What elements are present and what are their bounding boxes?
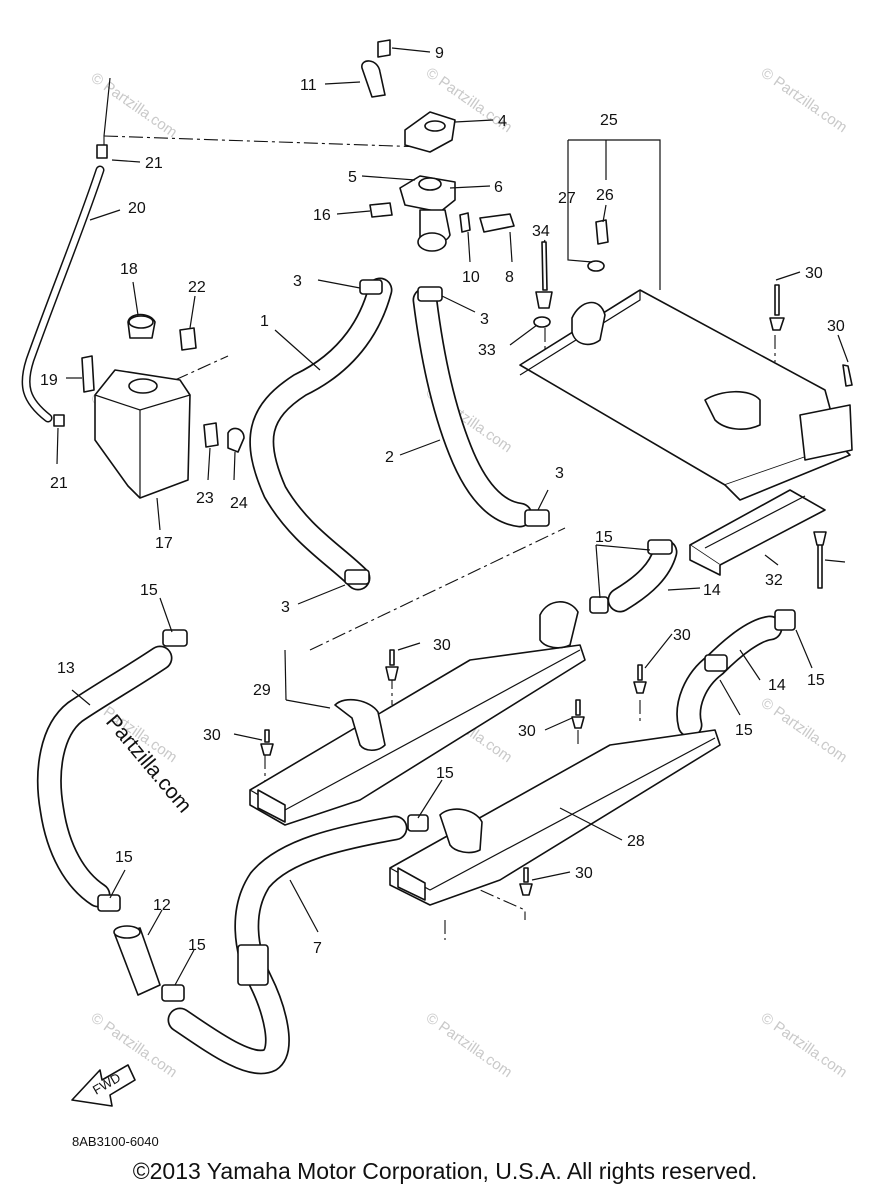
callout-15-lower: 15: [115, 849, 133, 866]
callout-21-left: 21: [50, 475, 68, 492]
callout-6: 6: [494, 179, 503, 196]
callout-8: 8: [505, 269, 514, 286]
callout-21-top: 21: [145, 155, 163, 172]
callout-28: 28: [627, 833, 645, 850]
callout-14-b: 14: [768, 677, 786, 694]
callouts: 9 11 4 21 5 6 25 27 26 20 16 34 10 8 18 …: [40, 45, 845, 957]
callout-30-d: 30: [433, 637, 451, 654]
callout-9: 10: [462, 269, 480, 286]
callout-30-c: 30: [673, 627, 691, 644]
heat-exchanger-28: [389, 729, 721, 906]
callout-30-f: 30: [518, 723, 536, 740]
callout-3-bottom: 3: [281, 599, 290, 616]
callout-30-e: 30: [203, 727, 221, 744]
radiator: [519, 289, 853, 501]
callout-23: 23: [196, 490, 214, 507]
callout-3-mid: 3: [480, 311, 489, 328]
callout-26: 26: [596, 187, 614, 204]
leader-lines: [56, 47, 849, 986]
callout-30-a: 30: [805, 265, 823, 282]
watermark-10: © Partzilla.com: [88, 1009, 181, 1081]
callout-1: 1: [260, 313, 269, 330]
callout-18: 18: [120, 261, 138, 278]
watermark-11: © Partzilla.com: [423, 1009, 516, 1081]
callout-12: 7: [313, 940, 322, 957]
callout-11: 12: [153, 897, 171, 914]
callout-15-top: 15: [595, 529, 613, 546]
part-code: 8AB3100-6040: [72, 1134, 159, 1149]
callout-2: 2: [385, 449, 394, 466]
callout-32: 32: [765, 572, 783, 589]
coolant-reservoir: [94, 313, 191, 499]
watermark-9: © Partzilla.com: [758, 694, 851, 766]
callout-3-top: 3: [293, 273, 302, 290]
callout-30-g: 30: [575, 865, 593, 882]
fasteners: [53, 39, 853, 896]
heat-exchanger-29: [249, 601, 586, 826]
callout-15-right: 15: [807, 672, 825, 689]
callout-34: 34: [532, 223, 550, 240]
callout-22: 22: [188, 279, 206, 296]
thermostat-housing: [399, 111, 456, 252]
clamps: [97, 279, 796, 1002]
callout-17: 17: [155, 535, 173, 552]
callout-20: 20: [128, 200, 146, 217]
callout-14-a: 14: [703, 582, 721, 599]
callout-16: 16: [313, 207, 331, 224]
callout-27: 27: [558, 190, 576, 207]
joint-pipe: [113, 925, 161, 996]
callout-10: 11: [300, 77, 317, 94]
callout-15-mid: 15: [735, 722, 753, 739]
fwd-arrow: FWD: [71, 1064, 136, 1107]
callout-19: 19: [40, 372, 58, 389]
callout-30-b: 30: [827, 318, 845, 335]
callout-5: 5: [348, 169, 357, 186]
callout-25: 25: [600, 112, 618, 129]
callout-15-left: 15: [140, 582, 158, 599]
watermark-3: © Partzilla.com: [758, 64, 851, 136]
watermark-12: © Partzilla.com: [758, 1009, 851, 1081]
watermark-1: © Partzilla.com: [88, 69, 181, 141]
callout-13: 13: [57, 660, 75, 677]
callout-24: 24: [230, 495, 248, 512]
callout-15-bottom: 15: [188, 937, 206, 954]
callout-15-center: 15: [436, 765, 454, 782]
callout-31: 33: [478, 342, 496, 359]
callout-29: 29: [253, 682, 271, 699]
callout-4: 4: [498, 113, 507, 130]
copyright-notice: ©2013 Yamaha Motor Corporation, U.S.A. A…: [132, 1158, 758, 1184]
callout-3-right: 3: [555, 465, 564, 482]
bracket: [689, 489, 826, 576]
reference-lines: [94, 135, 776, 940]
brand-mark: Partzilla.com: [101, 710, 196, 817]
callout-7: 9: [435, 45, 444, 62]
